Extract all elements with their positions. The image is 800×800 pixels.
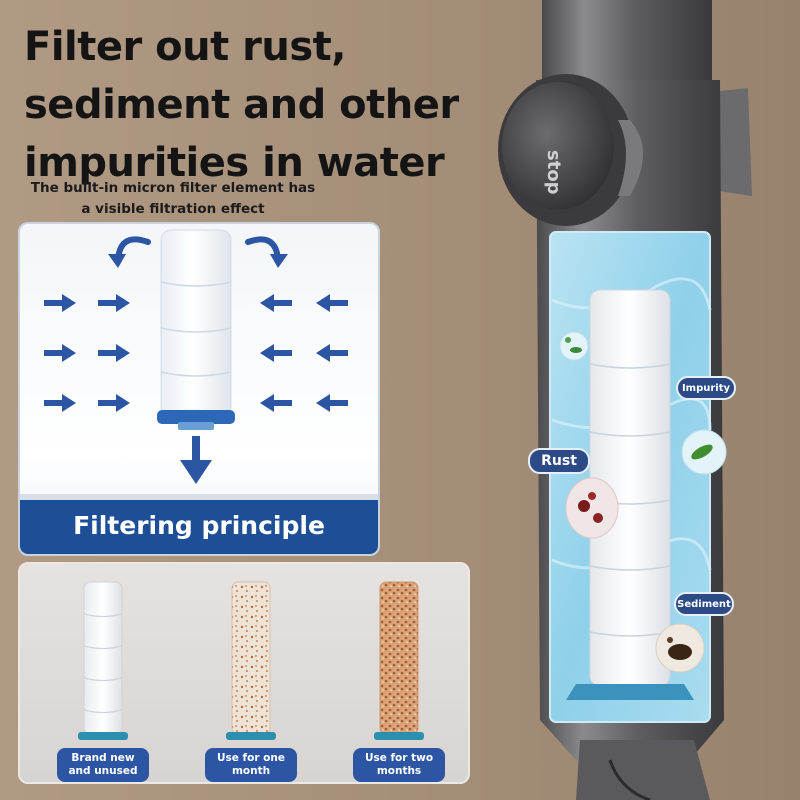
arrow-left-icon [316, 394, 348, 412]
arrow-left-icon [260, 344, 292, 362]
subheadline-line-2: a visible filtration effect [81, 201, 265, 217]
usage-comparison-panel: Brand new and unused Use for one month U… [18, 562, 470, 784]
sediment-particles [655, 623, 705, 673]
handle-lower [576, 740, 710, 800]
filter-cartridge-diagram [157, 229, 235, 430]
impurity-particles [559, 331, 727, 475]
curve-arrow-left-head [108, 254, 126, 268]
cartridge-comparison [78, 581, 424, 740]
curve-arrow-right-head [270, 254, 288, 268]
inflow-arrows-left [44, 294, 130, 412]
filtering-principle-title: Filtering principle [20, 494, 378, 554]
arrow-right-icon [98, 294, 130, 312]
subheadline-line-1: The built-in micron filter element has [30, 180, 316, 196]
stage-label-new: Brand new and unused [57, 748, 149, 782]
arrow-right-icon [44, 344, 76, 362]
rust-particles [565, 477, 619, 539]
cartridge-two-months [374, 581, 424, 740]
stop-button[interactable]: stop [498, 74, 643, 226]
sediment-callout: Sediment [674, 592, 734, 616]
impurity-callout: Impurity [676, 376, 736, 400]
headline-line-1: Filter out rust, [24, 24, 346, 70]
stage-label-two-months: Use for two months [353, 748, 445, 782]
filtering-principle-panel: Filtering principle [18, 222, 380, 556]
arrow-right-icon [98, 344, 130, 362]
cartridge-new [78, 581, 128, 740]
rust-callout: Rust [528, 448, 590, 474]
arrow-right-icon [44, 294, 76, 312]
cartridge-one-month [226, 581, 276, 740]
filtering-diagram [44, 229, 348, 484]
inflow-arrows-right [260, 294, 348, 412]
stop-label: stop [543, 150, 564, 195]
arrow-right-icon [44, 394, 76, 412]
headline: Filter out rust, sediment and other impu… [24, 18, 494, 192]
arrow-left-icon [260, 294, 292, 312]
arrow-right-icon [98, 394, 130, 412]
arrow-left-icon [316, 344, 348, 362]
arrow-left-icon [316, 294, 348, 312]
shower-head-product: stop [498, 0, 752, 800]
outflow-arrow-icon [180, 436, 212, 484]
headline-line-2: sediment and other [24, 82, 459, 128]
arrow-left-icon [260, 394, 292, 412]
headline-line-3: impurities in water [24, 140, 445, 186]
stage-label-one-month: Use for one month [205, 748, 297, 782]
